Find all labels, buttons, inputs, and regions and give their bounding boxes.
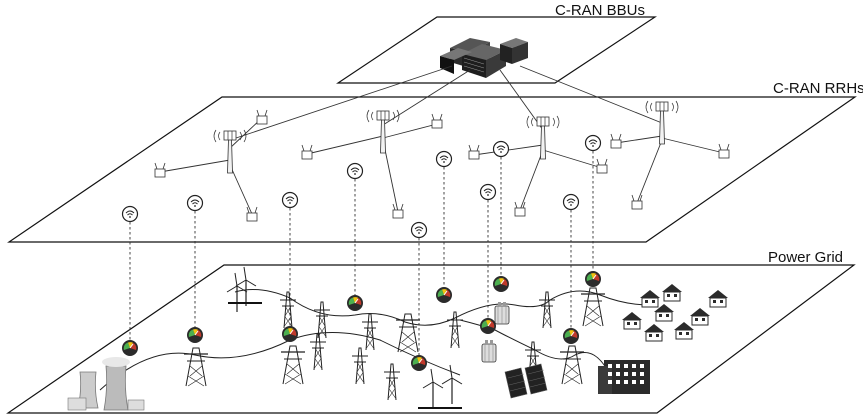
wifi-node-icon (188, 196, 203, 211)
rrh-layer: C-RAN RRHs (9, 66, 863, 242)
wifi-node-icon (564, 195, 579, 210)
smart-meter-icon (436, 287, 452, 303)
wifi-node-icon (123, 207, 138, 222)
smart-meter-icon (493, 276, 509, 292)
smart-meter-icon (122, 340, 138, 356)
wifi-node-icon (283, 193, 298, 208)
office-building-icon (598, 360, 650, 394)
bbu-layer-label: C-RAN BBUs (555, 2, 645, 19)
wifi-node-icon (437, 152, 452, 167)
bbu-layer: C-RAN BBUs (338, 2, 655, 83)
grid-layer-label: Power Grid (768, 249, 843, 266)
smart-meter-icon (187, 327, 203, 343)
smart-meter-icon (411, 355, 427, 371)
wifi-node-icon (412, 223, 427, 238)
smart-meter-icon (347, 295, 363, 311)
smart-meter-icon (282, 326, 298, 342)
smart-meter-icon (480, 318, 496, 334)
wifi-node-icon (494, 142, 509, 157)
wifi-node-icon (481, 185, 496, 200)
wifi-node-icon (348, 164, 363, 179)
rrh-layer-label: C-RAN RRHs (773, 80, 863, 97)
smart-meter-icon (563, 328, 579, 344)
grid-plane (8, 265, 854, 413)
smart-meter-icon (585, 271, 601, 287)
rrh-plane (9, 97, 855, 242)
wifi-node-icon (586, 136, 601, 151)
